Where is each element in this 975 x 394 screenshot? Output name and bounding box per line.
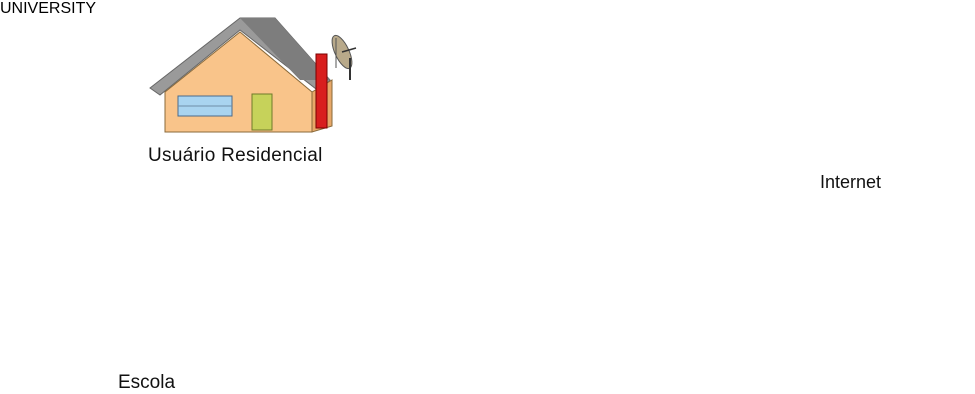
school-label: Escola (118, 372, 176, 393)
university-building-icon: UNIVERSITY (0, 0, 96, 17)
residential-user-label: Usuário Residencial (148, 145, 323, 166)
satellite-dish-icon (331, 34, 357, 80)
internet-label: Internet (820, 172, 882, 192)
house-icon (149, 17, 357, 133)
school-sign-text: UNIVERSITY (0, 0, 97, 17)
